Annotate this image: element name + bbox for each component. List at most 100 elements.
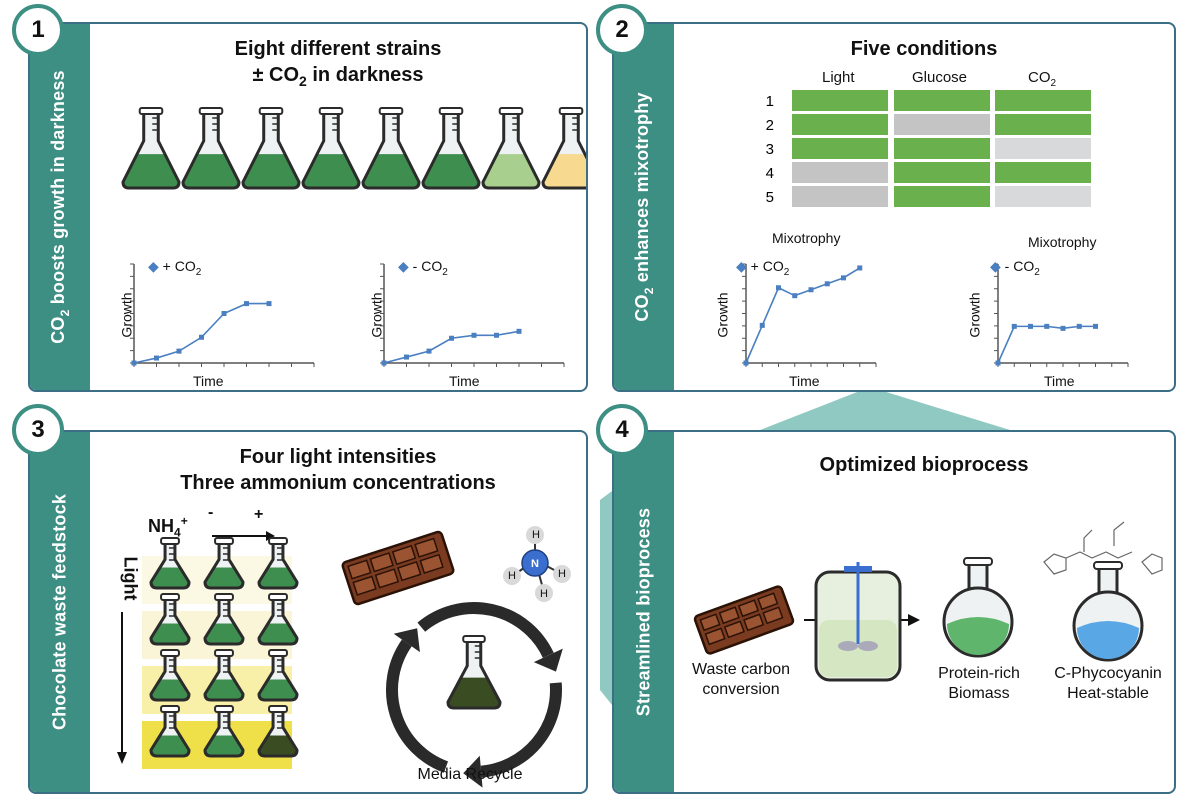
ammonia-h4-label: H: [540, 588, 548, 600]
data-point: [176, 348, 182, 354]
ammonia-n-label: N: [531, 558, 539, 570]
chart-plus-co2-xlabel: Time: [193, 373, 224, 389]
data-point: [404, 354, 409, 360]
chart-mixo-minus-title: Mixotrophy: [1028, 234, 1097, 250]
chart-plus-co2: [130, 263, 315, 367]
chart-mixo-plus-xlabel: Time: [789, 373, 820, 389]
condition-row-label: 4: [766, 165, 774, 182]
panel-1-side-bar: CO2 boosts growth in darkness: [30, 24, 90, 390]
column-co2: CO2: [1028, 69, 1057, 89]
condition-cell: [995, 186, 1091, 207]
data-point: [1028, 323, 1033, 329]
flask-light-1-nh4-1: [149, 537, 191, 590]
condition-cell: [894, 162, 990, 183]
data-point: [759, 322, 765, 328]
data-point: [221, 311, 227, 316]
chart-mixo-plus-ylabel: Growth: [714, 292, 731, 338]
data-point: [426, 348, 432, 354]
hydrogen-atom: [526, 526, 544, 544]
recycle-arrowhead: [393, 628, 420, 653]
flask-strain-1: [121, 107, 181, 190]
phycocyanin-molecule-icon: [1043, 521, 1163, 575]
flask-light-2-nh4-3: [257, 593, 299, 646]
condition-cell: [792, 186, 888, 207]
column-glucose: Glucose: [912, 69, 968, 86]
flask-light-1-nh4-2: [203, 537, 245, 590]
chocolate-bar-icon: [341, 530, 455, 606]
recycle-flask: [446, 635, 502, 710]
panel-1: CO2 boosts growth in darkness Eight diff…: [28, 22, 588, 392]
strain-flasks: [121, 107, 586, 190]
condition-cell: [792, 162, 888, 183]
chart-plus-co2-legend: ◆ + CO2: [148, 258, 202, 278]
hydrogen-atom: [503, 567, 521, 585]
flask-strain-2: [181, 107, 241, 190]
waste-chocolate-icon: [693, 585, 795, 655]
chart-mixo-plus-legend: ◆ + CO2: [736, 258, 790, 278]
chart-mixo-minus-ylabel: Growth: [966, 292, 983, 338]
ammonium-plus: +: [254, 506, 264, 523]
flask-light-1-nh4-3: [257, 537, 299, 590]
data-point: [743, 360, 749, 366]
data-point: [381, 360, 387, 366]
bioreactor-icon: [814, 562, 902, 682]
condition-row-label: 1: [766, 93, 774, 110]
condition-cell: [995, 138, 1091, 159]
panel-3-side-bar: Chocolate waste feedstock: [30, 432, 90, 792]
ammonia-h3-label: H: [558, 568, 566, 580]
hydrogen-atom: [535, 584, 553, 602]
flask-light-3-nh4-1: [149, 649, 191, 702]
column-light: Light: [822, 69, 855, 86]
panel-3-number-badge: 3: [12, 404, 64, 456]
data-point: [824, 281, 830, 287]
panel-2-number-badge: 2: [596, 4, 648, 56]
ammonium-arrowhead: [266, 531, 275, 541]
data-point: [857, 265, 863, 271]
panel-4-side-bar: Streamlined bioprocess: [614, 432, 674, 792]
hydrogen-atom: [553, 565, 571, 583]
panel-1-title: Eight different strains ± CO2 in darknes…: [234, 38, 442, 89]
data-point: [1076, 323, 1082, 329]
flask-strain-7: [481, 107, 541, 190]
condition-cell: [995, 90, 1091, 111]
series-line: [745, 267, 861, 364]
condition-cell: [894, 138, 990, 159]
panel-4-title: Optimized bioprocess: [819, 454, 1029, 476]
chart-minus-co2: [380, 263, 565, 367]
condition-row-label: 2: [766, 117, 774, 134]
chart-minus-co2-ylabel: Growth: [368, 292, 385, 338]
data-point: [131, 360, 137, 366]
recycle-arrowhead: [463, 755, 483, 788]
recycle-arrowhead: [533, 648, 563, 672]
chart-minus-co2-xlabel: Time: [449, 373, 480, 389]
flask-light-4-nh4-2: [203, 705, 245, 758]
data-point: [516, 328, 522, 334]
light-arrowhead: [117, 752, 127, 764]
bioprocess-illustration: [693, 521, 1163, 682]
flask-strain-6: [421, 107, 481, 190]
data-point: [1093, 323, 1098, 329]
flask-light-2-nh4-2: [203, 593, 245, 646]
chart-mixo-plus-title: Mixotrophy: [772, 230, 841, 246]
nitrogen-atom: [521, 549, 549, 577]
condition-cell: [995, 114, 1091, 135]
condition-cell: [894, 90, 990, 111]
panel-3-title: Four light intensities Three ammonium co…: [180, 446, 496, 494]
flask-strain-4: [301, 107, 361, 190]
condition-cell: [894, 186, 990, 207]
condition-cell: [792, 114, 888, 135]
chart-mixo-minus-xlabel: Time: [1044, 373, 1075, 389]
data-point: [266, 301, 272, 307]
media-recycle-label: Media Recycle: [417, 766, 523, 783]
data-point: [841, 275, 846, 281]
flask-light-3-nh4-3: [257, 649, 299, 702]
data-point: [995, 360, 1001, 366]
light-ammonium-grid: [117, 526, 571, 788]
flask-light-3-nh4-2: [203, 649, 245, 702]
data-point: [154, 355, 159, 361]
panel-2-side-bar: CO2 enhances mixotrophy: [614, 24, 674, 390]
